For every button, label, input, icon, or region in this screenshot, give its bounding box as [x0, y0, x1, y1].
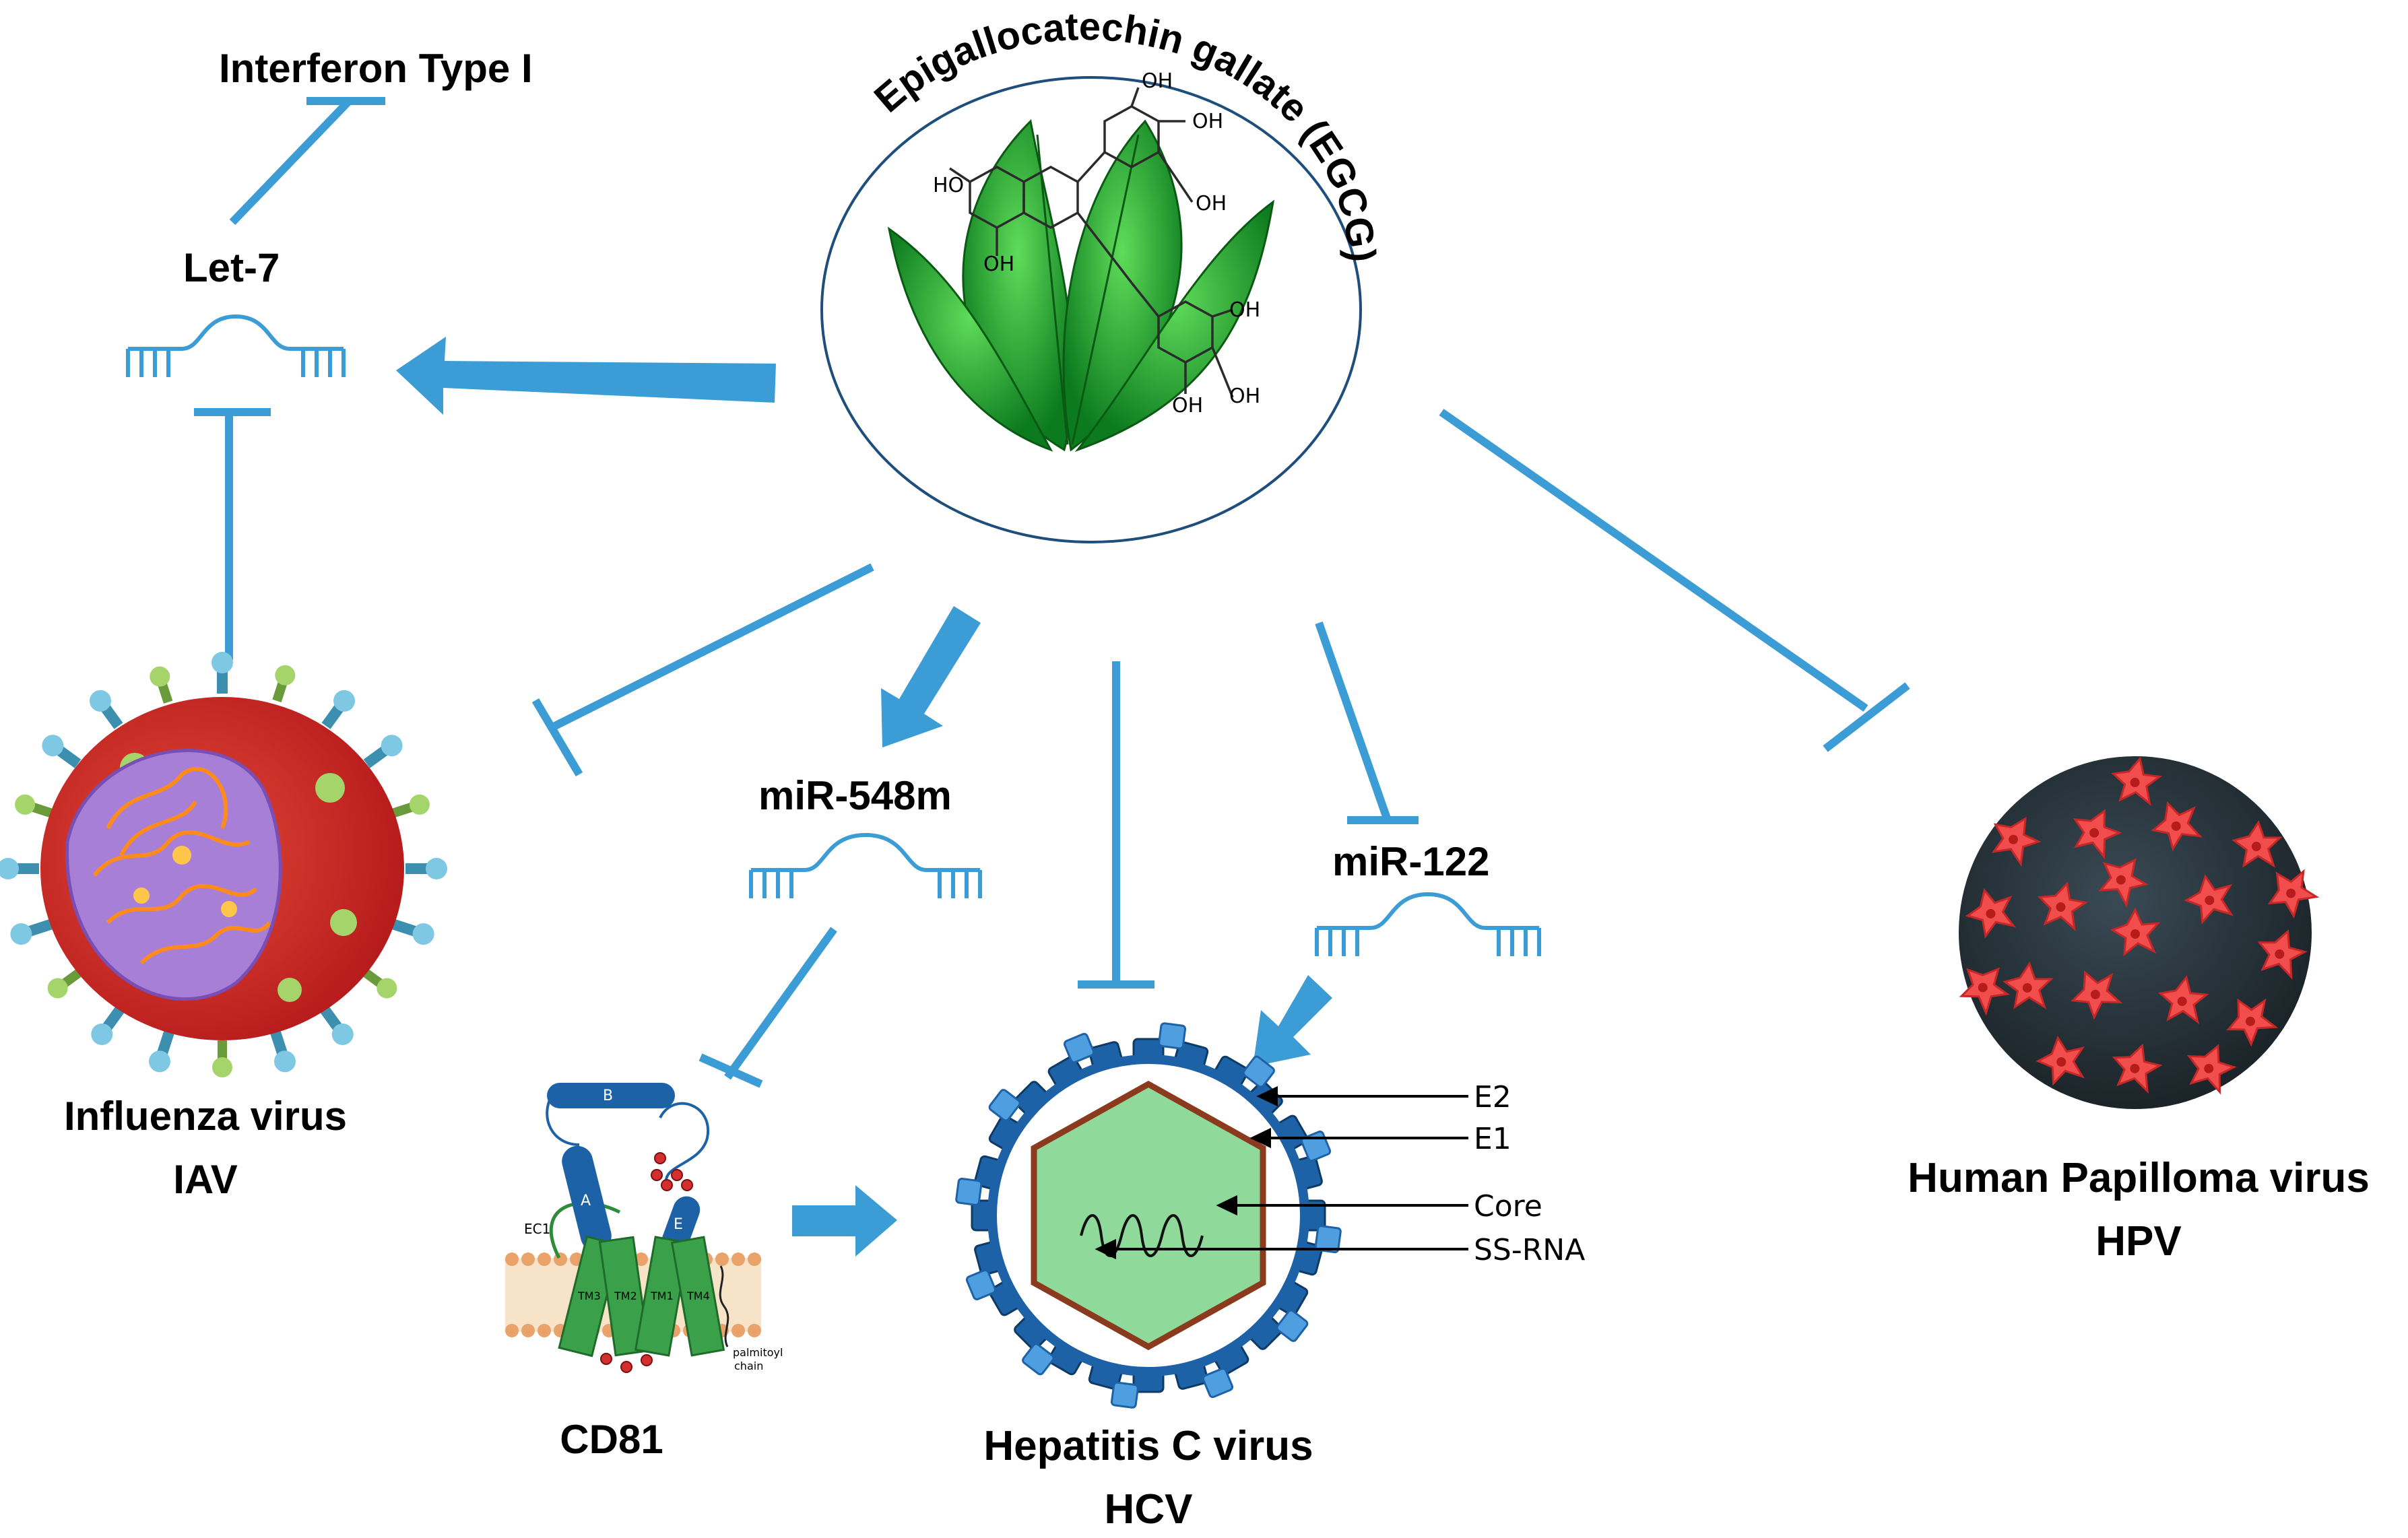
cd81-palmitoyl-label: palmitoyl — [733, 1346, 783, 1359]
mir548m-mirna-icon — [749, 832, 982, 898]
interferon-label: Interferon Type I — [219, 46, 533, 91]
hpv-inhibit-bar — [1823, 682, 1910, 752]
cd81-a-label: A — [581, 1193, 591, 1209]
let7-label: Let-7 — [183, 245, 280, 290]
hcv-core-label: Core — [1474, 1189, 1542, 1224]
cd81-protein-icon: B A E EC1 TM3 TM2 TM1 TM4 palmitoyl chai… — [505, 1083, 783, 1373]
block-arrows — [396, 337, 1332, 1257]
chemical-structure — [949, 87, 1234, 398]
egcg-to-mir548m-arrow — [881, 606, 981, 747]
oh-label: OH — [983, 253, 1014, 276]
oh-label: OH — [1192, 110, 1223, 133]
cd81-tm4-label: TM4 — [686, 1290, 710, 1302]
green-tea-leaves — [887, 119, 1275, 453]
egcg-inhibits-iav-line — [550, 563, 874, 731]
let7-mirna-icon — [126, 314, 346, 377]
influenza-virus-icon — [0, 652, 447, 1077]
hpv-label: Human Papilloma virus — [1908, 1155, 2370, 1201]
egcg-inhibits-hpv-line — [1439, 409, 1868, 712]
hydroxyl-groups: OH OH OH HO OH OH OH OH — [933, 69, 1260, 417]
let7-inhibits-interferon-line — [229, 96, 354, 226]
mir122-to-hcv-arrow — [1253, 975, 1332, 1067]
hpv-abbrev-label: HPV — [2095, 1218, 2181, 1265]
cd81-e-label: E — [674, 1216, 683, 1233]
cd81-tm3-label: TM3 — [577, 1290, 601, 1302]
cd81-b-label: B — [603, 1088, 613, 1104]
cd81-chain-label: chain — [734, 1360, 763, 1372]
hcv-pointers — [1095, 1085, 1468, 1260]
oh-label: OH — [1142, 69, 1173, 93]
cd81-to-hcv-arrow — [792, 1185, 897, 1257]
hcv-rna — [1080, 1214, 1204, 1257]
egcg-to-let7-arrow — [396, 337, 776, 415]
iav-inhibit-bar — [531, 698, 583, 777]
connection-lines — [194, 96, 1910, 1088]
ho-label: HO — [933, 174, 964, 197]
hcv-e1-label: E1 — [1474, 1122, 1511, 1156]
hcv-e2-label: E2 — [1474, 1080, 1511, 1114]
hcv-abbrev-label: HCV — [1105, 1486, 1193, 1533]
mir122-label: miR-122 — [1332, 839, 1489, 884]
cd81-inhibit-bar — [698, 1053, 763, 1088]
mir548m-inhibits-cd81-line — [724, 927, 837, 1080]
oh-label: OH — [1229, 298, 1260, 322]
cd81-helix-b — [547, 1083, 675, 1108]
cd81-label: CD81 — [560, 1417, 663, 1462]
hcv-ssrna-label: SS-RNA — [1474, 1233, 1585, 1267]
oh-label: OH — [1229, 384, 1260, 408]
oh-label: OH — [1172, 394, 1203, 417]
cd81-ec1-label: EC1 — [524, 1221, 550, 1237]
hcv-capsid — [1031, 1080, 1266, 1351]
iav-label: IAV — [173, 1157, 238, 1202]
egcg-inhibits-mir122-line — [1315, 622, 1392, 822]
oh-label: OH — [1196, 192, 1227, 215]
mir122-mirna-icon — [1315, 892, 1541, 956]
hcv-label: Hepatitis C virus — [983, 1423, 1313, 1469]
cd81-tm1-label: TM1 — [650, 1290, 674, 1302]
mir548m-label: miR-548m — [758, 773, 952, 818]
influenza-label: Influenza virus — [64, 1094, 347, 1139]
egcg-molecule: OH OH OH HO OH OH OH OH Epigallocatechin… — [820, 5, 1384, 543]
mirna-icons — [126, 314, 1541, 956]
cd81-helix-a — [562, 1145, 612, 1252]
cd81-tm2-label: TM2 — [614, 1290, 637, 1302]
hpv-virus-icon — [1951, 753, 2322, 1109]
hcv-virus-icon — [955, 1022, 1342, 1409]
